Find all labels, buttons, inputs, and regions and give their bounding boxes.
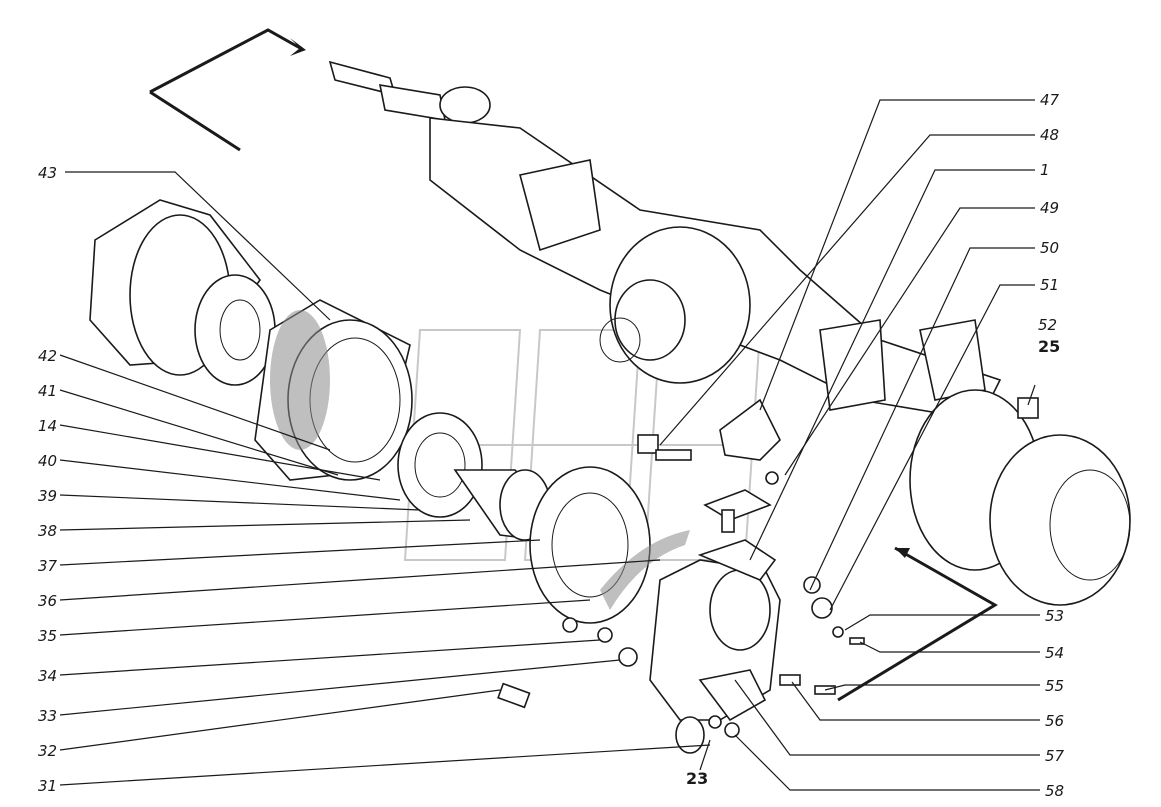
label-47: 47 [1040,91,1060,109]
label-49: 49 [1040,199,1059,217]
label-40: 40 [38,452,57,470]
label-39: 39 [38,487,57,505]
label-31: 31 [38,777,57,795]
kingpin-cap [703,489,772,533]
bolt-upper [637,434,692,461]
right-hub-assembly [909,389,1131,606]
backing-plate [529,466,690,624]
label-35: 35 [38,627,57,645]
label-41: 41 [38,382,57,400]
label-23: 23 [686,769,708,788]
label-33: 33 [38,707,57,725]
axle-housing [328,60,1002,421]
leader-lines [59,99,1040,791]
label-48: 48 [1040,126,1059,144]
label-14: 14 [38,417,57,435]
label-54: 54 [1045,644,1064,662]
label-34: 34 [38,667,57,685]
brake-drum [254,299,413,481]
label-38: 38 [38,522,57,540]
label-37: 37 [38,557,58,575]
label-58: 58 [1045,782,1064,800]
steering-knuckle [649,539,781,754]
label-1: 1 [1040,161,1050,179]
label-42: 42 [38,347,57,365]
label-55: 55 [1045,677,1064,695]
label-25: 25 [1038,337,1060,356]
label-32: 32 [38,742,57,760]
part-labels: 43 42 41 14 40 39 38 37 36 35 34 33 32 3… [38,91,1065,800]
direction-arrow-bottom [837,546,998,702]
label-56: 56 [1045,712,1064,730]
label-36: 36 [38,592,57,610]
label-51: 51 [1040,276,1059,294]
label-50: 50 [1040,239,1059,257]
label-52: 52 [1038,316,1057,334]
seal-disc [397,412,483,518]
label-53: 53 [1045,607,1064,625]
bracket [719,398,781,461]
left-hub-assembly [89,199,276,386]
label-57: 57 [1045,747,1065,765]
direction-arrow-top [149,28,306,152]
label-43: 43 [38,164,57,182]
